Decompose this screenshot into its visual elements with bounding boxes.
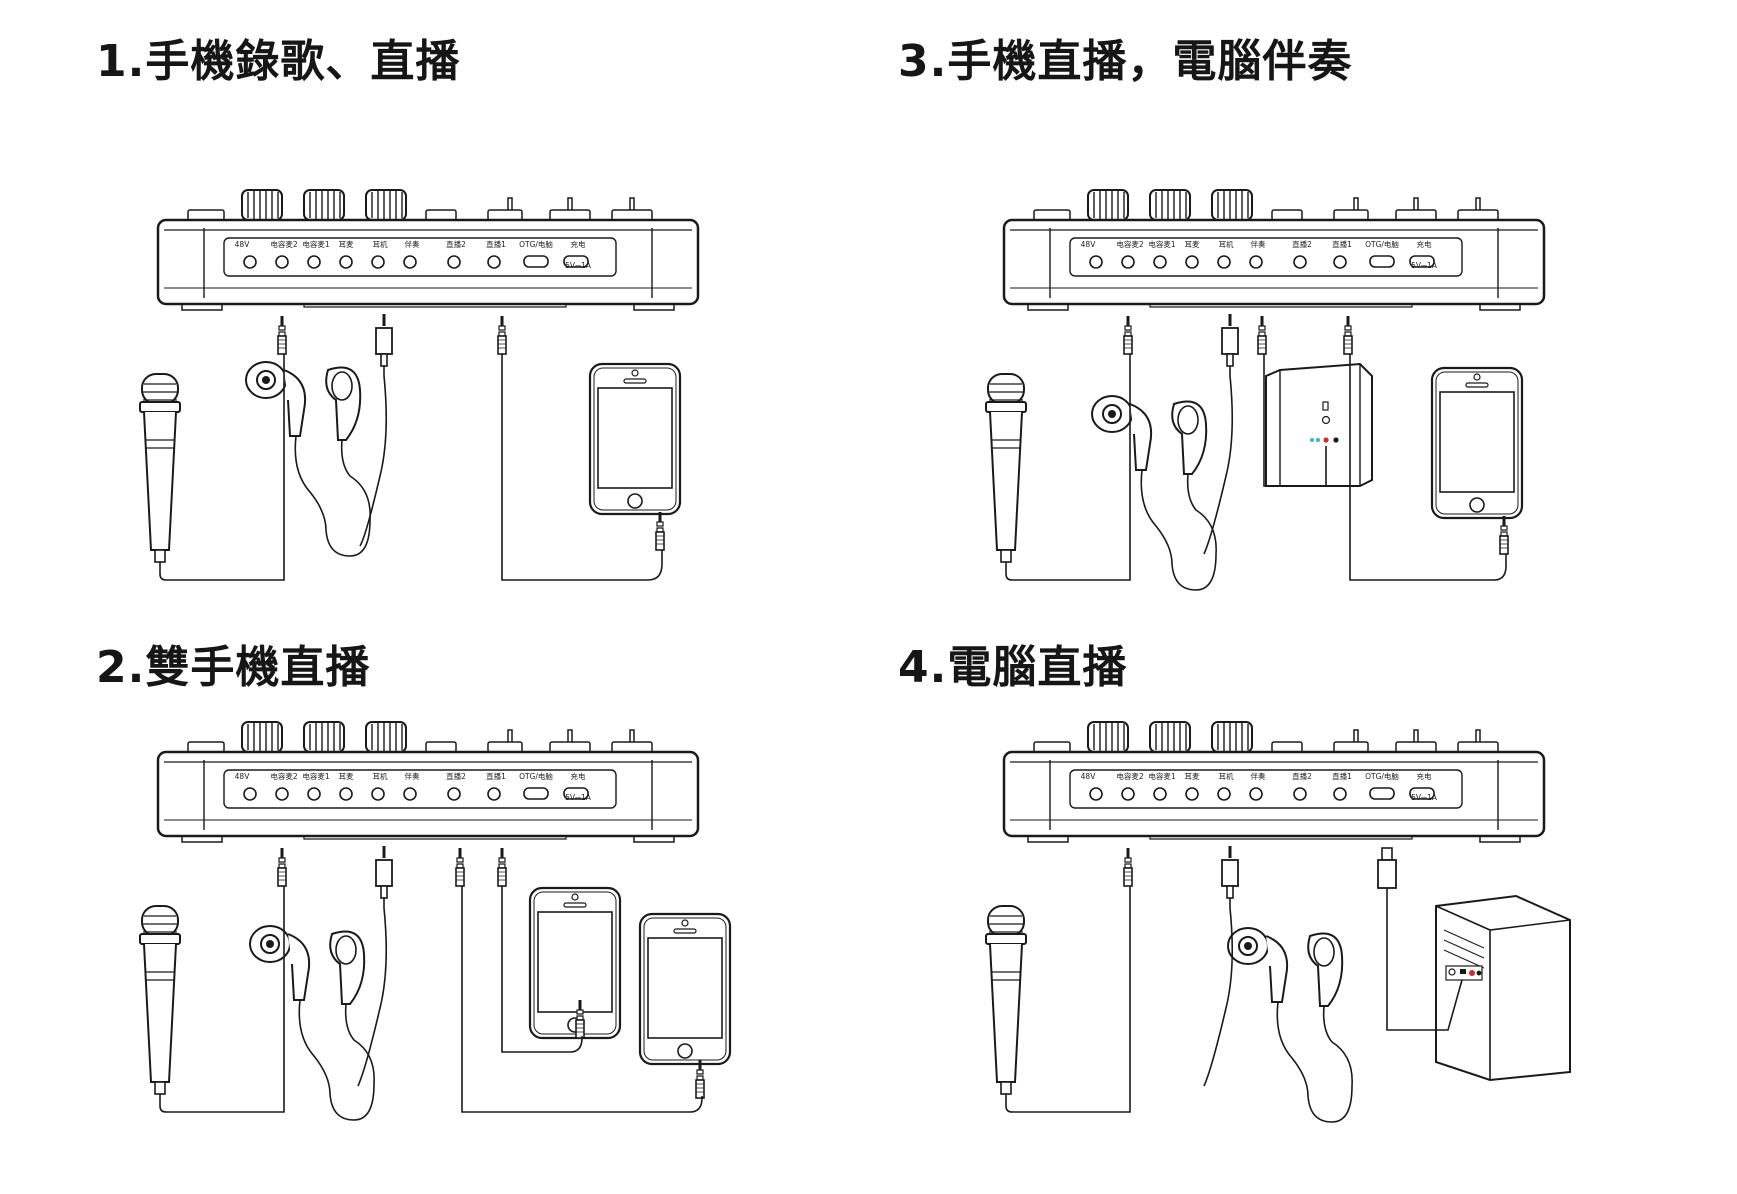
smartphone: [1430, 366, 1524, 520]
microphone: [139, 905, 181, 1095]
cables: [159, 886, 703, 1113]
sound-card: [1002, 720, 1546, 844]
port-label-earphone: 耳机: [1219, 771, 1235, 781]
power-spec-label: 5V⎓1A: [1411, 793, 1438, 802]
port-label-headset: 耳麦: [339, 771, 354, 781]
microphone: [985, 905, 1027, 1095]
port-label-live-1: 直播1: [486, 771, 506, 781]
smartphone: [588, 362, 682, 516]
port-labels: 48V 电容麦2 电容麦1 耳麦 耳机 伴奏 直播2 直播1 OTG/电脑 充电…: [1081, 771, 1438, 802]
panel-title-4: 4.電腦直播: [898, 642, 1128, 693]
port-label-condenser-mic-2: 电容麦2: [270, 239, 297, 249]
port-label-accompaniment: 伴奏: [405, 771, 420, 781]
port-label-condenser-mic-1: 电容麦1: [1148, 239, 1175, 249]
usb-plug-icon: [1377, 847, 1397, 889]
port-label-accompaniment: 伴奏: [405, 239, 420, 249]
port-labels: 48V 电容麦2 电容麦1 耳麦 耳机 伴奏 直播2 直播1 OTG/电脑 充电…: [1081, 239, 1438, 270]
smartphone-2: [638, 912, 732, 1066]
port-label-condenser-mic-2: 电容麦2: [270, 771, 297, 781]
microphone: [139, 373, 181, 563]
sound-card: [1002, 188, 1546, 312]
sound-card: [156, 720, 700, 844]
smartphone-1: [528, 886, 622, 1040]
port-label-charge: 充电: [571, 239, 586, 249]
port-label-earphone: 耳机: [373, 771, 388, 781]
port-label-otg-pc: OTG/电脑: [1365, 239, 1399, 249]
port-label-live-1: 直播1: [1332, 239, 1352, 249]
cables: [1005, 354, 1507, 581]
cables: [1005, 886, 1463, 1113]
port-label-live-1: 直播1: [486, 239, 506, 249]
panel-title-2: 2.雙手機直播: [96, 642, 371, 693]
port-label-condenser-mic-1: 电容麦1: [302, 771, 329, 781]
port-label-headset: 耳麦: [1185, 771, 1201, 781]
port-labels: 48V 电容麦2 电容麦1 耳麦 耳机 伴奏 直播2 直播1 OTG/电脑 充电…: [235, 771, 592, 802]
port-label-live-1: 直播1: [1332, 771, 1352, 781]
port-label-otg-pc: OTG/电脑: [519, 771, 553, 781]
earphones: [1227, 927, 1354, 1123]
port-label-otg-pc: OTG/电脑: [1365, 771, 1399, 781]
port-label-otg-pc: OTG/电脑: [519, 239, 553, 249]
port-label-headset: 耳麦: [339, 239, 354, 249]
panel-4-diagram: 48V 电容麦2 电容麦1 耳麦 耳机 伴奏 直播2 直播1 OTG/电脑 充电…: [985, 720, 1571, 1123]
earphones: [249, 925, 376, 1121]
desktop-pc: [1435, 894, 1571, 1082]
panel-1-diagram: 48V 电容麦2 电容麦1 耳麦 耳机 伴奏 直播2 直播1 OTG/电脑 充电…: [139, 188, 700, 581]
port-label-48v: 48V: [235, 772, 251, 781]
port-label-condenser-mic-1: 电容麦1: [1148, 771, 1175, 781]
port-label-live-2: 直播2: [446, 239, 466, 249]
panel-title-3: 3.手機直播，電腦伴奏: [898, 36, 1353, 87]
panel-title-1: 1.手機錄歌、直播: [96, 36, 461, 87]
sound-card: [156, 188, 700, 312]
panel-2-diagram: 48V 电容麦2 电容麦1 耳麦 耳机 伴奏 直播2 直播1 OTG/电脑 充电…: [139, 720, 732, 1121]
port-label-live-2: 直播2: [446, 771, 466, 781]
earphones: [245, 361, 372, 557]
port-label-earphone: 耳机: [1219, 239, 1235, 249]
power-spec-label: 5V⎓1A: [565, 261, 592, 270]
port-label-earphone: 耳机: [373, 239, 388, 249]
port-labels: 48V 电容麦2 电容麦1 耳麦 耳机 伴奏 直播2 直播1 OTG/电脑 充电…: [235, 239, 592, 270]
port-label-charge: 充电: [1417, 239, 1433, 249]
port-label-live-2: 直播2: [1292, 771, 1312, 781]
port-label-charge: 充电: [571, 771, 586, 781]
port-label-accompaniment: 伴奏: [1251, 771, 1267, 781]
port-label-charge: 充电: [1417, 771, 1433, 781]
port-label-48v: 48V: [1081, 772, 1097, 781]
earphones: [1091, 395, 1218, 591]
port-label-condenser-mic-2: 电容麦2: [1116, 771, 1143, 781]
port-label-headset: 耳麦: [1185, 239, 1201, 249]
panel-3-diagram: 48V 电容麦2 电容麦1 耳麦 耳机 伴奏 直播2 直播1 OTG/电脑 充电…: [985, 188, 1546, 591]
port-label-condenser-mic-2: 电容麦2: [1116, 239, 1143, 249]
port-label-48v: 48V: [235, 240, 251, 249]
power-spec-label: 5V⎓1A: [1411, 261, 1438, 270]
power-spec-label: 5V⎓1A: [565, 793, 592, 802]
port-label-condenser-mic-1: 电容麦1: [302, 239, 329, 249]
port-label-live-2: 直播2: [1292, 239, 1312, 249]
port-label-48v: 48V: [1081, 240, 1097, 249]
cables: [159, 354, 663, 581]
microphone: [985, 373, 1027, 563]
speaker: [1265, 362, 1373, 487]
port-label-accompaniment: 伴奏: [1251, 239, 1267, 249]
